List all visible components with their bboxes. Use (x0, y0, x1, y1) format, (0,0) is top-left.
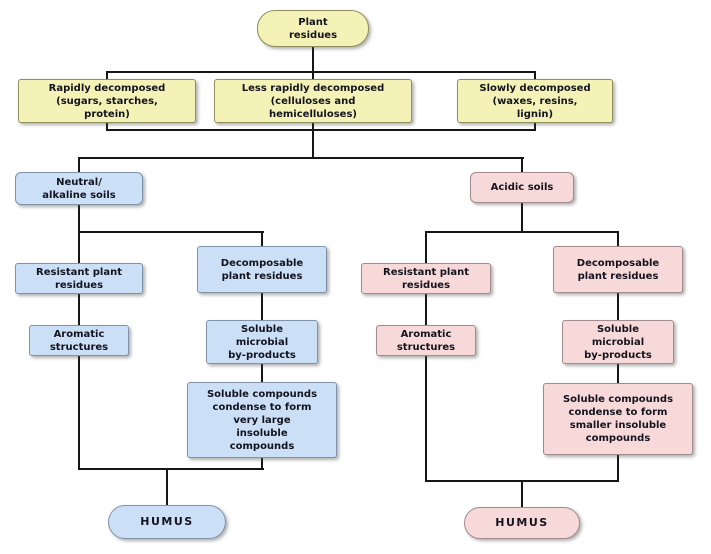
connector-line (534, 71, 536, 79)
node-acidic-resistant-plant-residues: Resistant plant residues (361, 263, 491, 294)
node-neutral-aromatic-structures: Aromatic structures (29, 325, 129, 356)
connector-line (166, 468, 168, 505)
node-neutral-alkaline-soils: Neutral/ alkaline soils (15, 172, 143, 205)
connector-line (521, 480, 523, 507)
connector-line (78, 356, 80, 470)
connector-line (312, 123, 314, 159)
node-acidic-decomposable-plant-residues: Decomposable plant residues (553, 246, 683, 293)
connector-line (534, 123, 536, 131)
connector-line (617, 293, 619, 320)
node-slowly-decomposed: Slowly decomposed (waxes, resins, lignin… (457, 79, 613, 123)
node-acidic-soluble-microbial-by-products: Soluble microbial by-products (562, 320, 674, 364)
node-acidic-humus: HUMUS (464, 507, 580, 539)
node-plant-residues: Plant residues (257, 10, 369, 47)
connector-line (425, 294, 427, 325)
connector-line (261, 458, 263, 470)
connector-line (106, 129, 536, 131)
connector-line (425, 356, 427, 482)
node-acidic-soluble-compounds-condense: Soluble compounds condense to form small… (543, 383, 693, 455)
connector-line (617, 455, 619, 482)
connector-line (106, 71, 536, 73)
node-neutral-resistant-plant-residues: Resistant plant residues (15, 263, 143, 294)
connector-line (521, 203, 523, 233)
connector-line (261, 231, 263, 246)
connector-line (78, 157, 80, 172)
connector-line (425, 231, 427, 263)
connector-line (425, 231, 619, 233)
node-rapidly-decomposed: Rapidly decomposed (sugars, starches, pr… (18, 79, 196, 123)
connector-line (261, 364, 263, 382)
connector-line (78, 231, 264, 233)
connector-line (261, 293, 263, 320)
node-neutral-soluble-compounds-condense: Soluble compounds condense to form very … (187, 382, 337, 458)
connector-line (617, 364, 619, 383)
node-acidic-aromatic-structures: Aromatic structures (376, 325, 476, 356)
connector-line (78, 157, 524, 159)
node-neutral-soluble-microbial-by-products: Soluble microbial by-products (206, 320, 318, 364)
node-neutral-decomposable-plant-residues: Decomposable plant residues (197, 246, 327, 293)
connector-line (617, 231, 619, 246)
connector-line (78, 468, 264, 470)
node-less-rapidly-decomposed: Less rapidly decomposed (celluloses and … (214, 79, 412, 123)
node-acidic-soils: Acidic soils (470, 172, 574, 203)
connector-line (106, 123, 108, 131)
connector-line (78, 205, 80, 263)
connector-line (106, 71, 108, 79)
connector-line (521, 157, 523, 172)
connector-line (78, 294, 80, 325)
connector-line (312, 47, 314, 79)
node-neutral-humus: HUMUS (108, 505, 226, 539)
